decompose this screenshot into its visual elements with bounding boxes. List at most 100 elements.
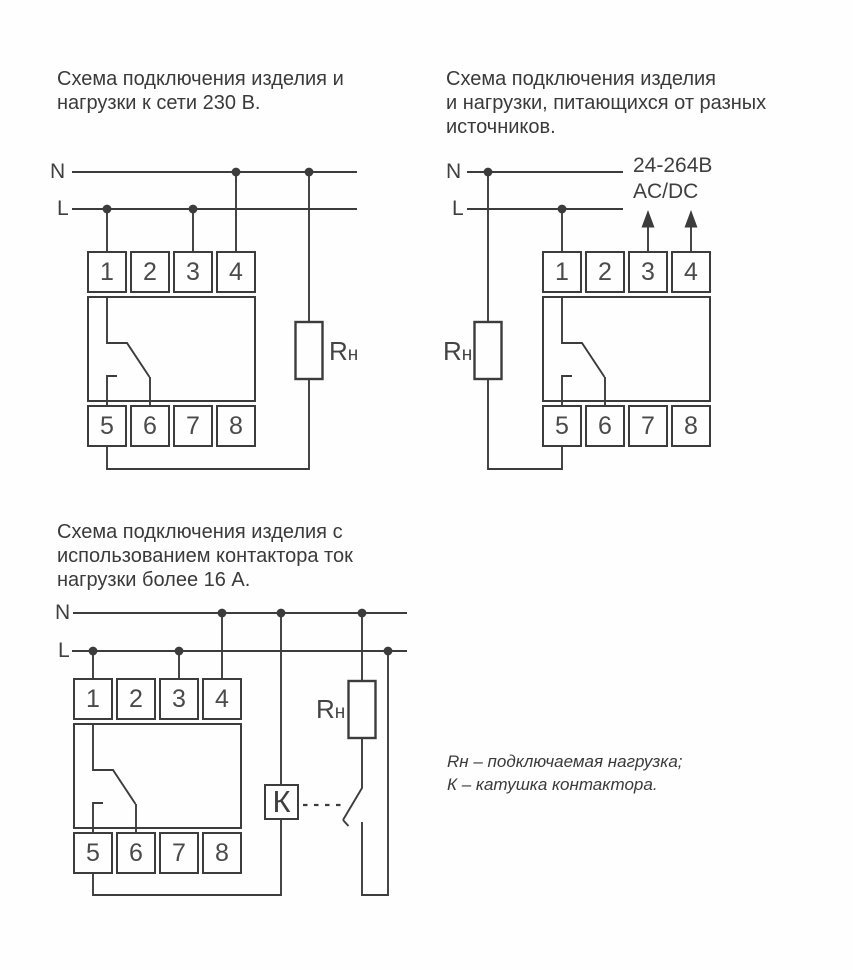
terminal-label: 6 [129, 838, 143, 867]
legend-line: Rн – подключаемая нагрузка; [447, 752, 683, 771]
diagram2-title: Схема подключения изделия и нагрузки, пи… [446, 67, 766, 139]
terminal-5: 5 [542, 405, 582, 447]
terminal-8: 8 [216, 405, 256, 447]
terminal-1: 1 [87, 251, 127, 293]
load-branch-wire [487, 172, 563, 470]
supply-voltage-line: 24-264В [633, 154, 713, 177]
terminal-feed-wires [92, 613, 223, 678]
terminal-7: 7 [173, 405, 213, 447]
neutral-bus-label: N [55, 601, 71, 625]
diagram1-device-body [87, 296, 256, 402]
title-line: Схема подключения изделия [446, 68, 717, 90]
title-line: Схема подключения изделия и [57, 68, 344, 90]
terminal-label: 5 [100, 411, 114, 440]
terminal-feed-wires [106, 172, 237, 251]
line-bus-label: L [58, 639, 70, 663]
load-resistor-label: Rн [316, 696, 345, 722]
terminal-label: 2 [598, 257, 612, 286]
load-subscript-text: н [347, 344, 359, 365]
terminal-label: 1 [555, 257, 569, 286]
terminal-label: 3 [186, 257, 200, 286]
load-resistor-label: Rн [329, 338, 358, 364]
terminal-8: 8 [671, 405, 711, 447]
load-symbol-text: R [316, 694, 335, 724]
terminal-label: 7 [641, 411, 655, 440]
junction-dots [102, 167, 314, 214]
load-resistor-symbol [294, 320, 324, 381]
load-subscript-text: н [461, 344, 473, 365]
load-branch-wire [342, 613, 389, 896]
terminal-label: 1 [86, 684, 100, 713]
terminal-5: 5 [73, 832, 113, 874]
junction-dots [483, 167, 567, 214]
terminal-label: 5 [555, 411, 569, 440]
supply-voltage-label: 24-264В AC/DC [633, 153, 712, 205]
diagram1-terminal-row-bottom: 5 6 7 8 [87, 405, 256, 447]
title-line: использованием контактора ток [57, 545, 353, 567]
junction-dots [88, 608, 393, 656]
load-symbol-text: R [443, 336, 462, 366]
terminal-label: 5 [86, 838, 100, 867]
terminal-label: 6 [143, 411, 157, 440]
terminal-label: 2 [143, 257, 157, 286]
diagram3-device-body [73, 723, 242, 829]
terminal-3: 3 [159, 678, 199, 720]
terminal-7: 7 [628, 405, 668, 447]
terminal-7: 7 [159, 832, 199, 874]
terminal-6: 6 [585, 405, 625, 447]
load-symbol-text: R [329, 336, 348, 366]
diagram3-terminal-row-top: 1 2 3 4 [73, 678, 242, 720]
supply-voltage-line: AC/DC [633, 180, 699, 203]
terminal-2: 2 [585, 251, 625, 293]
terminal-2: 2 [130, 251, 170, 293]
terminal-8: 8 [202, 832, 242, 874]
neutral-bus-label: N [446, 160, 462, 184]
load-resistor-symbol [473, 320, 503, 381]
line-bus-label: L [57, 197, 69, 221]
diagram3-terminal-row-bottom: 5 6 7 8 [73, 832, 242, 874]
terminal-6: 6 [116, 832, 156, 874]
terminal-label: 3 [641, 257, 655, 286]
terminal-label: 7 [186, 411, 200, 440]
title-line: нагрузки более 16 А. [57, 569, 251, 591]
diagram3-title: Схема подключения изделия с использовани… [57, 520, 353, 592]
terminal-3: 3 [628, 251, 668, 293]
terminal-4: 4 [216, 251, 256, 293]
diagram1-title: Схема подключения изделия и нагрузки к с… [57, 67, 344, 115]
terminal-label: 4 [215, 684, 229, 713]
terminal-2: 2 [116, 678, 156, 720]
terminal-label: 6 [598, 411, 612, 440]
load-subscript-text: н [334, 702, 346, 723]
title-line: Схема подключения изделия с [57, 521, 343, 543]
diagram2-terminal-row-bottom: 5 6 7 8 [542, 405, 711, 447]
diagram1-terminal-row-top: 1 2 3 4 [87, 251, 256, 293]
terminal-label: 3 [172, 684, 186, 713]
terminal-label: 8 [684, 411, 698, 440]
terminal-label: 7 [172, 838, 186, 867]
load-branch-wire [106, 172, 310, 470]
terminal-label: 4 [229, 257, 243, 286]
terminal-4: 4 [671, 251, 711, 293]
supply-arrow-icon [641, 210, 655, 251]
diagram2-terminal-row-top: 1 2 3 4 [542, 251, 711, 293]
neutral-bus-label: N [50, 160, 66, 184]
terminal-6: 6 [130, 405, 170, 447]
load-resistor-symbol [347, 679, 377, 740]
terminal-1: 1 [542, 251, 582, 293]
terminal-label: 4 [684, 257, 698, 286]
terminal-1: 1 [73, 678, 113, 720]
terminal-label: 8 [215, 838, 229, 867]
coil-branch-wire [92, 613, 282, 896]
legend-line: К – катушка контактора. [447, 775, 658, 794]
supply-arrow-icon [684, 210, 698, 251]
title-line: нагрузки к сети 230 В. [57, 92, 261, 114]
title-line: и нагрузки, питающихся от разных [446, 92, 767, 114]
terminal-label: 2 [129, 684, 143, 713]
line-bus-label: L [452, 197, 464, 221]
title-line: источников. [446, 116, 556, 138]
diagram2-device-body [542, 296, 711, 402]
terminal-3: 3 [173, 251, 213, 293]
terminal-4: 4 [202, 678, 242, 720]
